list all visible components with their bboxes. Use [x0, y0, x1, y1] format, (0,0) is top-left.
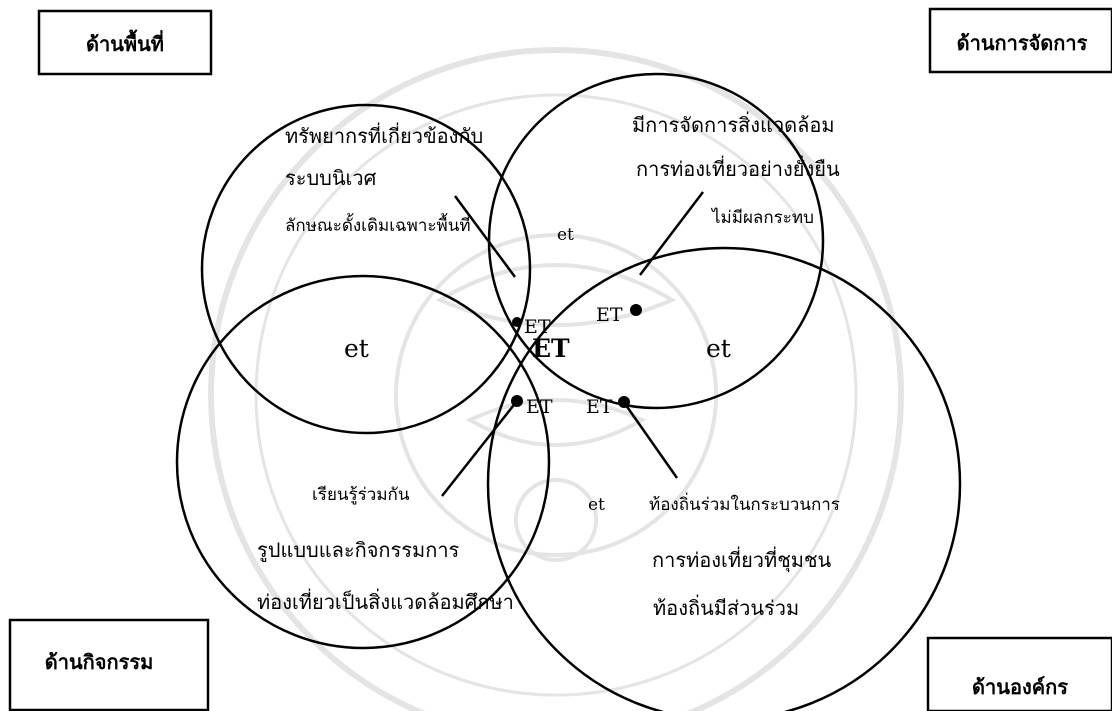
activity-text-line1: เรียนรู้ร่วมกัน [312, 485, 410, 505]
et-label-bottom: et [588, 495, 605, 515]
corner-label-organization: ด้านองค์กร [972, 675, 1068, 699]
corner-label-management: ด้านการจัดการ [957, 31, 1088, 55]
et-label-left: et [344, 334, 369, 363]
circle-area [202, 105, 530, 433]
area-text-line1: ทรัพยากรที่เกี่ยวข้องกับ [285, 122, 483, 148]
organization-text-line3: ท้องถิ่นมีส่วนร่วม [653, 594, 799, 620]
dot-upper-right [630, 304, 642, 316]
ET-label-upper-left: ET [524, 316, 551, 338]
activity-text-line3: ท่องเที่ยวเป็นสิ่งแวดล้อมศึกษา [257, 588, 514, 614]
corner-box-top-right: ด้านการจัดการ [930, 9, 1112, 72]
ET-label-center: ET [532, 334, 570, 363]
management-text-line1: มีการจัดการสิ่งแวดล้อม [632, 111, 835, 137]
management-text-line3: ไม่มีผลกระทบ [710, 207, 814, 228]
organization-text-line1: ท้องถิ่นร่วมในกระบวนการ [649, 492, 840, 515]
management-text-line2: การท่องเที่ยวอย่างยั่งยืน [636, 155, 840, 181]
area-text-line2: ระบบนิเวศ [285, 166, 377, 190]
corner-box-top-left: ด้านพื้นที่ [39, 11, 211, 74]
dot-upper-left [512, 317, 522, 327]
pointer-line-lower-right [623, 401, 677, 478]
corner-box-bottom-right: ด้านองค์กร [928, 638, 1112, 711]
dot-lower-right [618, 396, 630, 408]
dot-lower-left [511, 395, 523, 407]
organization-text-line2: การท่องเที่ยวที่ชุมชน [652, 546, 832, 573]
ET-label-lower-right: ET [586, 396, 613, 418]
corner-box-bottom-left: ด้านกิจกรรม [10, 620, 208, 710]
activity-text-line2: รูปแบบและกิจกรรมการ [257, 538, 460, 563]
et-label-top: et [557, 225, 574, 245]
pointer-line-upper-right [640, 192, 703, 275]
corner-label-activity: ด้านกิจกรรม [45, 650, 154, 674]
ET-label-upper-right: ET [596, 304, 623, 326]
et-label-right: et [706, 334, 731, 363]
ET-label-lower-left: ET [526, 396, 553, 418]
corner-label-area: ด้านพื้นที่ [86, 29, 164, 56]
area-text-line3: ลักษณะดั้งเดิมเฉพาะพื้นที่ [285, 213, 471, 236]
